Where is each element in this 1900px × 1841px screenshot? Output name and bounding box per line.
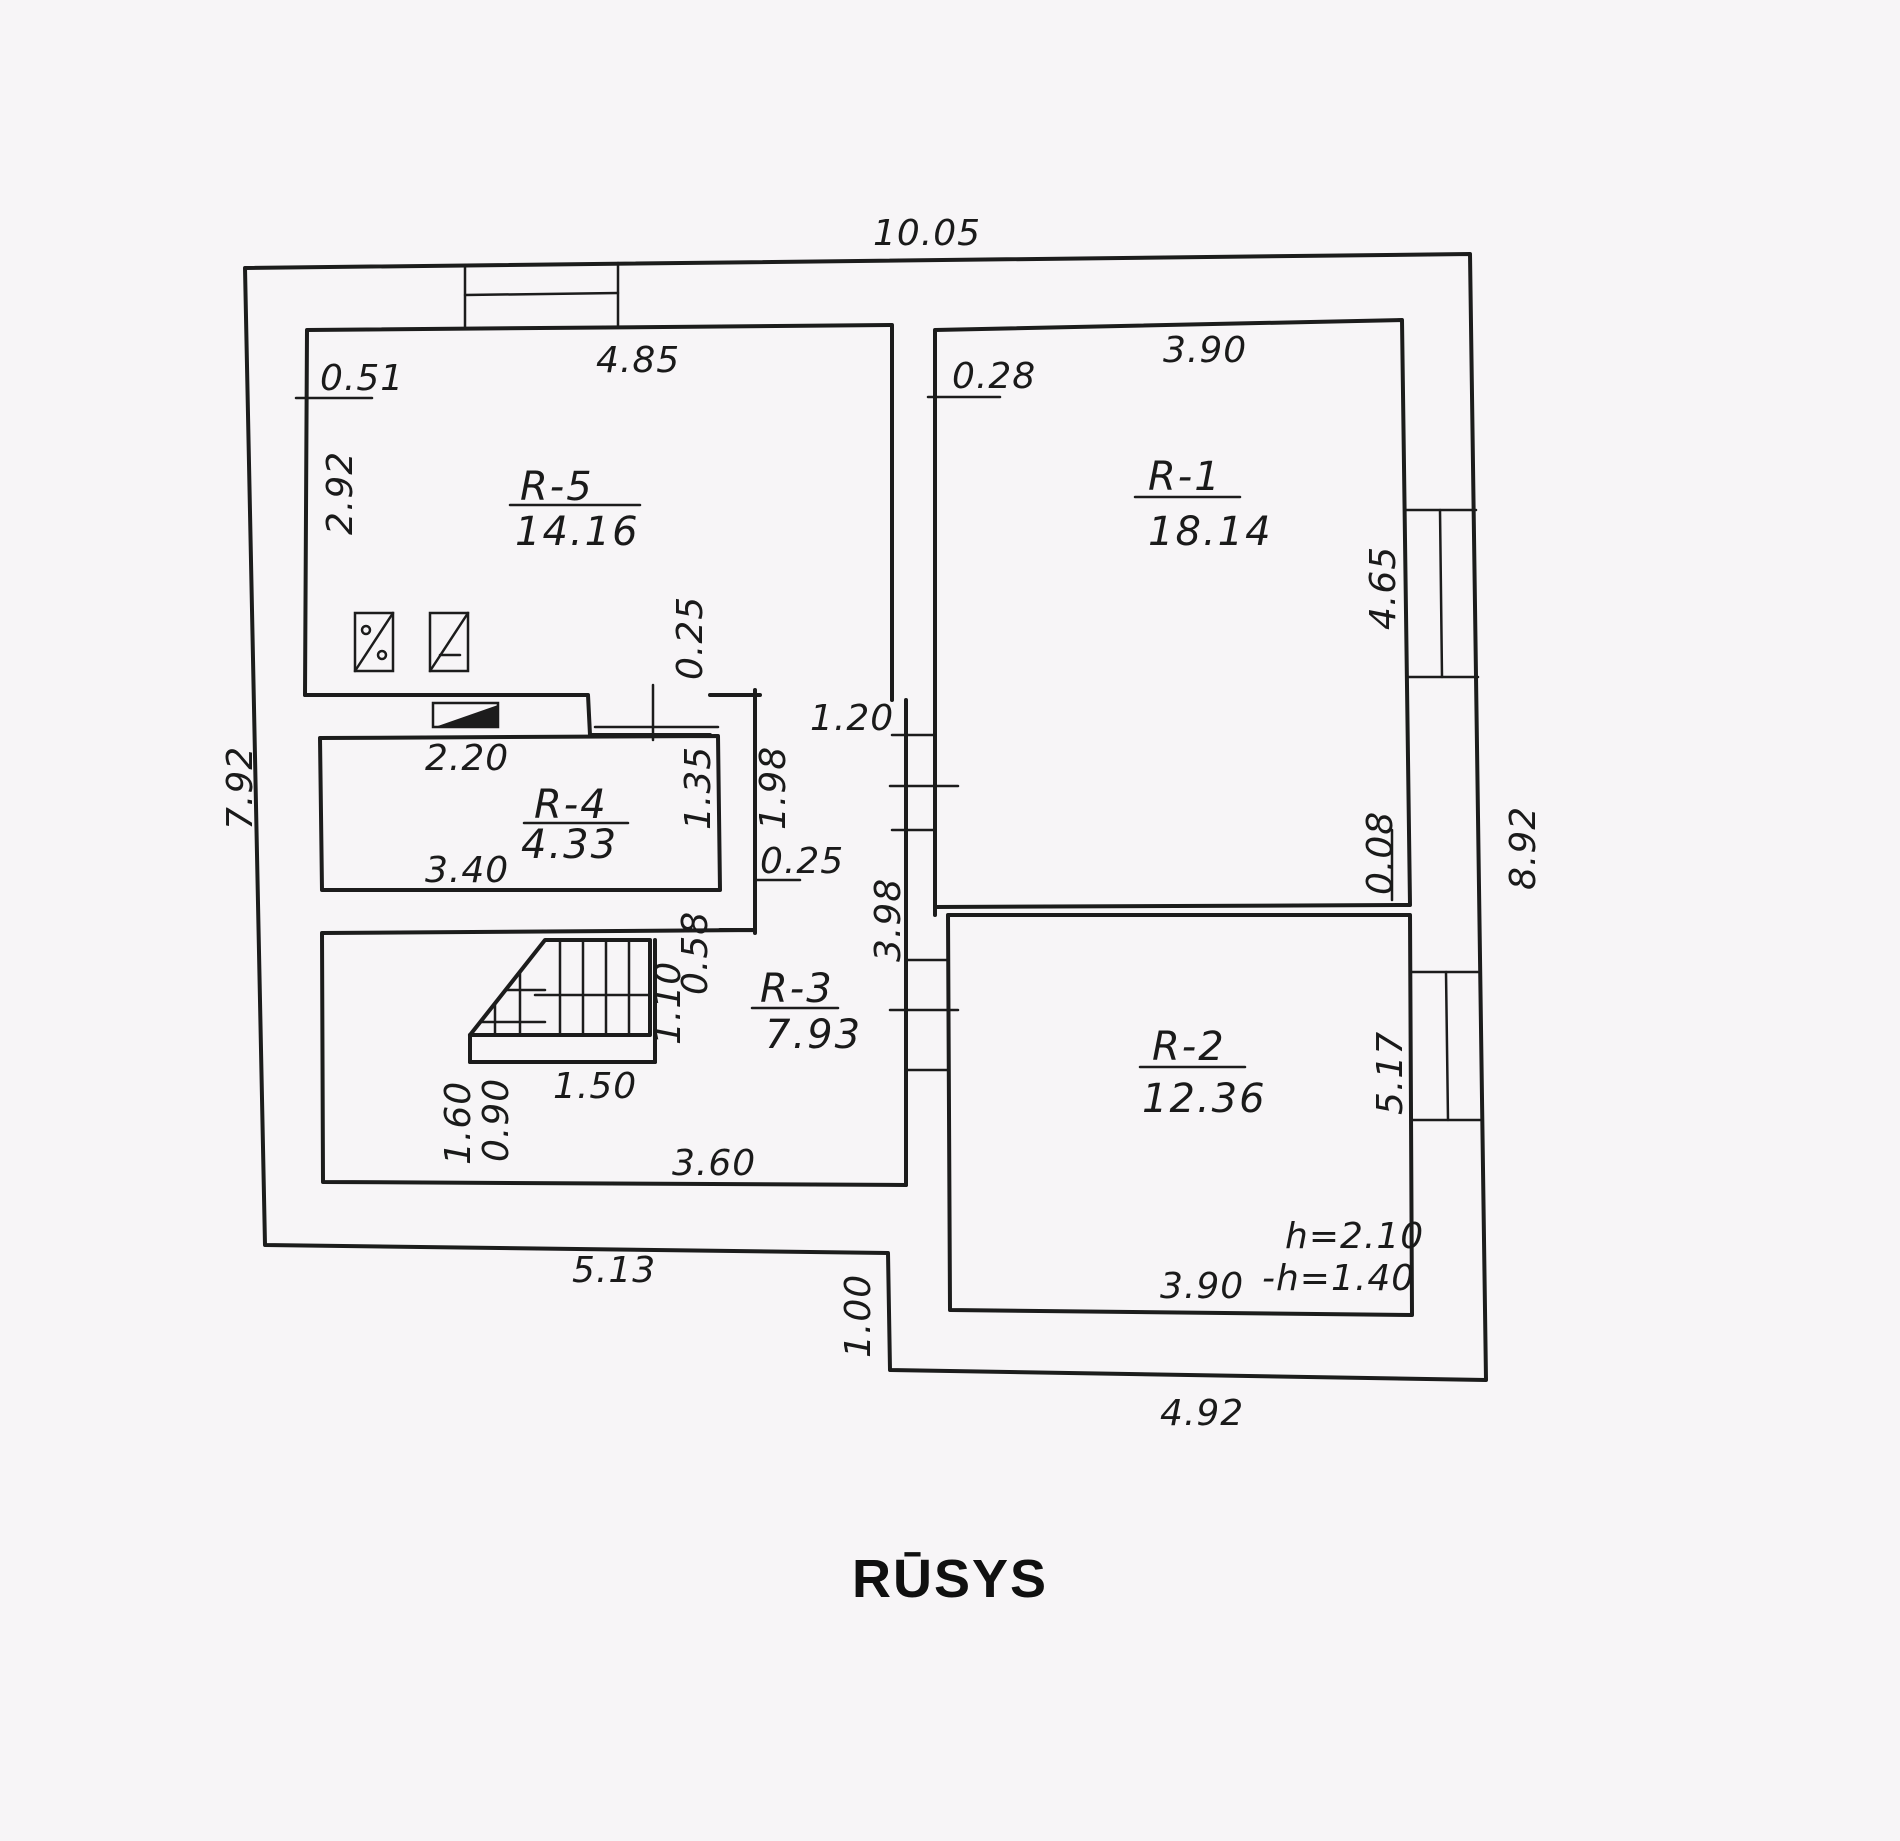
- dim-stair-sub: 0.90: [476, 1078, 517, 1162]
- dim-overall-left-height: 7.92: [220, 746, 261, 830]
- room-r1-label: R-1 18.14: [1133, 454, 1273, 555]
- room-r5-area: 14.16: [515, 509, 640, 555]
- dim-r5-width: 4.85: [596, 340, 680, 381]
- room-r1-area: 18.14: [1148, 509, 1273, 555]
- door-r2: [888, 958, 960, 1072]
- room-r5-id: R-5: [520, 464, 594, 510]
- floor-caption: RŪSYS: [851, 1549, 1049, 1609]
- room-r2-label: R-2 12.36: [1138, 1024, 1267, 1122]
- dim-hall-wall-top: 0.25: [670, 596, 711, 680]
- dim-r5-wall: 0.51: [320, 358, 404, 399]
- heater-icon: [431, 701, 500, 729]
- dim-overall-width: 10.05: [873, 213, 981, 254]
- dim-r3-height: 3.98: [868, 878, 909, 962]
- room-r2-area: 12.36: [1142, 1076, 1267, 1122]
- ceiling-height: h=2.10: [1285, 1216, 1424, 1257]
- window-top: [463, 261, 620, 330]
- room-r5-label: R-5 14.16: [508, 464, 642, 555]
- dim-stair-depth: 1.10: [648, 961, 689, 1045]
- staircase: [468, 938, 657, 1064]
- dim-step-height: 1.00: [838, 1274, 879, 1358]
- door-r1: [888, 733, 960, 832]
- room-r3-area: 7.93: [765, 1012, 862, 1058]
- room-r5-bottom-wall: [303, 693, 762, 737]
- room-r4-id: R-4: [534, 782, 608, 828]
- dim-r1-wall: 0.28: [952, 356, 1036, 397]
- room-r5-walls: [303, 323, 894, 702]
- dim-partition: 0.08: [1360, 811, 1401, 895]
- room-r4-area: 4.33: [521, 822, 618, 868]
- dim-r4-height: 1.35: [678, 746, 719, 830]
- room-r3-label: R-3 7.93: [750, 966, 862, 1058]
- room-r3-id: R-3: [760, 966, 834, 1012]
- dim-r2-height: 5.17: [1370, 1031, 1411, 1115]
- room-r4-label: R-4 4.33: [521, 782, 630, 868]
- dim-bottom-left: 5.13: [572, 1250, 656, 1291]
- ceiling-low: -h=1.40: [1262, 1258, 1415, 1299]
- dim-overall-right-height: 8.92: [1503, 806, 1544, 890]
- dim-bottom-right: 4.92: [1160, 1393, 1244, 1434]
- dim-hall-wall-mid: 0.25: [760, 841, 844, 882]
- window-right-r1: [1403, 508, 1480, 679]
- room-r2-walls: [946, 913, 1414, 1317]
- room-r1-walls: [933, 318, 1412, 909]
- dim-r2-width: 3.90: [1160, 1266, 1244, 1307]
- dim-hall-height: 1.98: [753, 746, 794, 830]
- dim-r1-width: 3.90: [1163, 330, 1247, 371]
- dim-r4-width: 3.40: [425, 850, 509, 891]
- dim-r3-width: 3.60: [672, 1143, 756, 1184]
- room-r1-id: R-1: [1148, 454, 1222, 500]
- window-right-r2: [1409, 970, 1482, 1122]
- dim-hall-gap: 1.20: [810, 698, 894, 739]
- dim-r5-height: 2.92: [320, 451, 361, 535]
- room-r4-walls: [318, 734, 722, 892]
- sink-icon: [428, 611, 470, 673]
- room-r2-id: R-2: [1152, 1024, 1226, 1070]
- outer-wall: [243, 252, 1488, 1382]
- dim-r4-top: 2.20: [425, 738, 509, 779]
- dim-r1-height: 4.65: [1363, 546, 1404, 630]
- dim-stair-offset: 0.58: [675, 911, 716, 995]
- dim-stair-landing: 1.60: [438, 1081, 479, 1165]
- stove-icon: [353, 611, 395, 673]
- dim-stair-width: 1.50: [553, 1066, 637, 1107]
